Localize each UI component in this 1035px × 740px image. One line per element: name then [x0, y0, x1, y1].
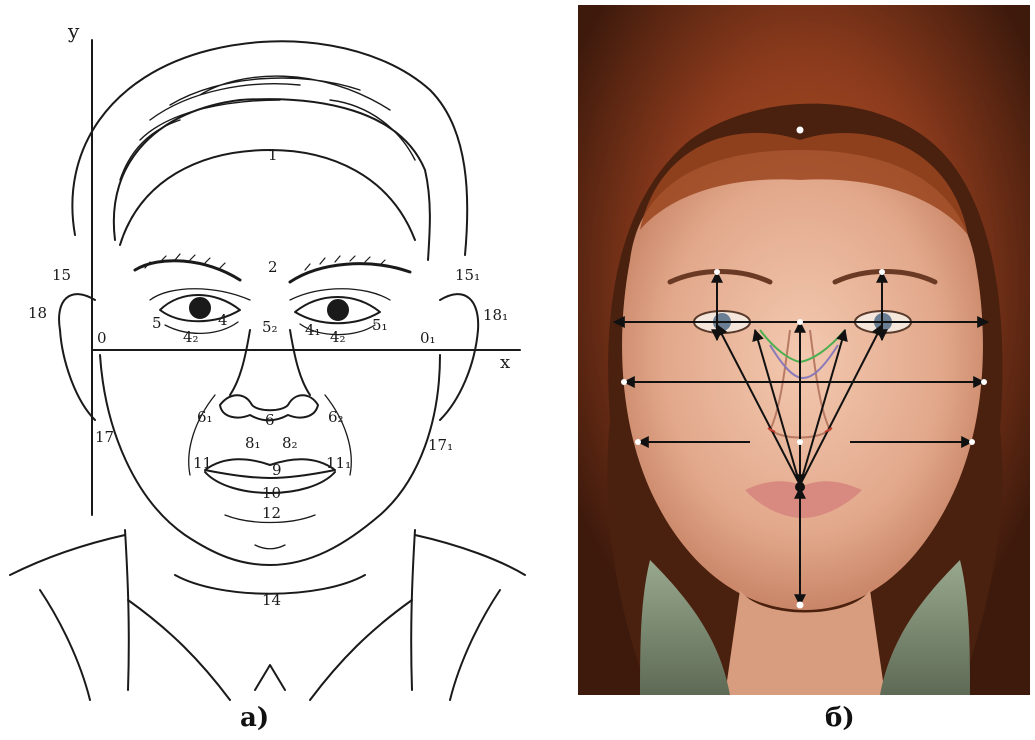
left-labels: y x 0 0₁ 1 2 4 4₁ 4₂ 4₂ 5 5₁ 5₂ 6₁ 6₂ 6 … — [28, 19, 510, 609]
hair-inner-line — [114, 99, 430, 260]
y-axis-label: y — [67, 19, 80, 43]
photo-panel — [578, 5, 1030, 695]
tie-knot — [255, 665, 285, 690]
landmark-4: 4 — [218, 311, 228, 329]
origin-right-label: 0₁ — [420, 329, 436, 347]
jaw-left-point — [635, 439, 641, 445]
left-brow-point — [714, 269, 720, 275]
landmark-9: 9 — [272, 461, 282, 479]
nose-bridge-left — [230, 330, 250, 395]
landmark-18: 18 — [28, 304, 47, 322]
landmark-14: 14 — [262, 591, 281, 609]
x-axis-label: x — [500, 352, 510, 373]
neck-left — [125, 530, 129, 690]
nose-bridge-right — [290, 330, 310, 395]
left-ear — [59, 294, 95, 420]
landmark-5a: 5₂ — [262, 318, 278, 336]
forehead-point — [797, 127, 804, 134]
right-brow-point — [879, 269, 885, 275]
landmark-17-1: 17₁ — [428, 436, 453, 454]
collar-left — [128, 600, 230, 700]
landmark-18-1: 18₁ — [483, 306, 508, 324]
landmark-10: 10 — [262, 484, 281, 502]
landmark-1: 1 — [268, 146, 278, 164]
midline-point-top — [797, 319, 803, 325]
cheek-left-point — [621, 379, 627, 385]
shoulder-left — [10, 535, 125, 575]
left-pupil — [190, 298, 210, 318]
jacket-left — [40, 590, 90, 700]
upper-lip — [205, 459, 335, 478]
hair-strands — [120, 76, 415, 180]
landmark-11: 11 — [193, 454, 212, 472]
landmark-15: 15 — [52, 266, 71, 284]
hairline — [120, 150, 415, 245]
right-ear — [440, 294, 478, 420]
neck-right — [411, 530, 415, 690]
face-contour — [100, 355, 440, 565]
mouth-center-point — [795, 482, 805, 492]
collar-right — [310, 600, 412, 700]
landmark-17: 17 — [95, 428, 114, 446]
landmark-6: 6₁ — [197, 408, 213, 426]
landmark-8-2: 8₂ — [282, 434, 298, 452]
caption-a: a) — [240, 703, 269, 733]
landmark-6c: 6 — [265, 411, 275, 429]
landmark-4-1: 4₁ — [305, 321, 321, 339]
landmark-15-1: 15₁ — [455, 266, 480, 284]
caption-b: б) — [825, 703, 855, 733]
jaw-right-point — [969, 439, 975, 445]
landmark-4a: 4₂ — [183, 328, 199, 346]
shoulder-right — [415, 535, 525, 575]
landmark-8: 8₁ — [245, 434, 261, 452]
nose-mid-point — [797, 439, 803, 445]
landmark-12: 12 — [262, 504, 281, 522]
right-pupil — [328, 300, 348, 320]
landmark-6-2: 6₂ — [328, 408, 344, 426]
landmark-2: 2 — [268, 258, 278, 276]
landmark-4a-1: 4₂ — [330, 328, 346, 346]
origin-label: 0 — [97, 329, 107, 347]
landmark-5: 5 — [152, 314, 162, 332]
jacket-right — [450, 590, 500, 700]
landmark-11-1: 11₁ — [326, 454, 351, 472]
chin-point — [797, 602, 804, 609]
landmark-5-1: 5₁ — [372, 316, 388, 334]
cheek-right-point — [981, 379, 987, 385]
